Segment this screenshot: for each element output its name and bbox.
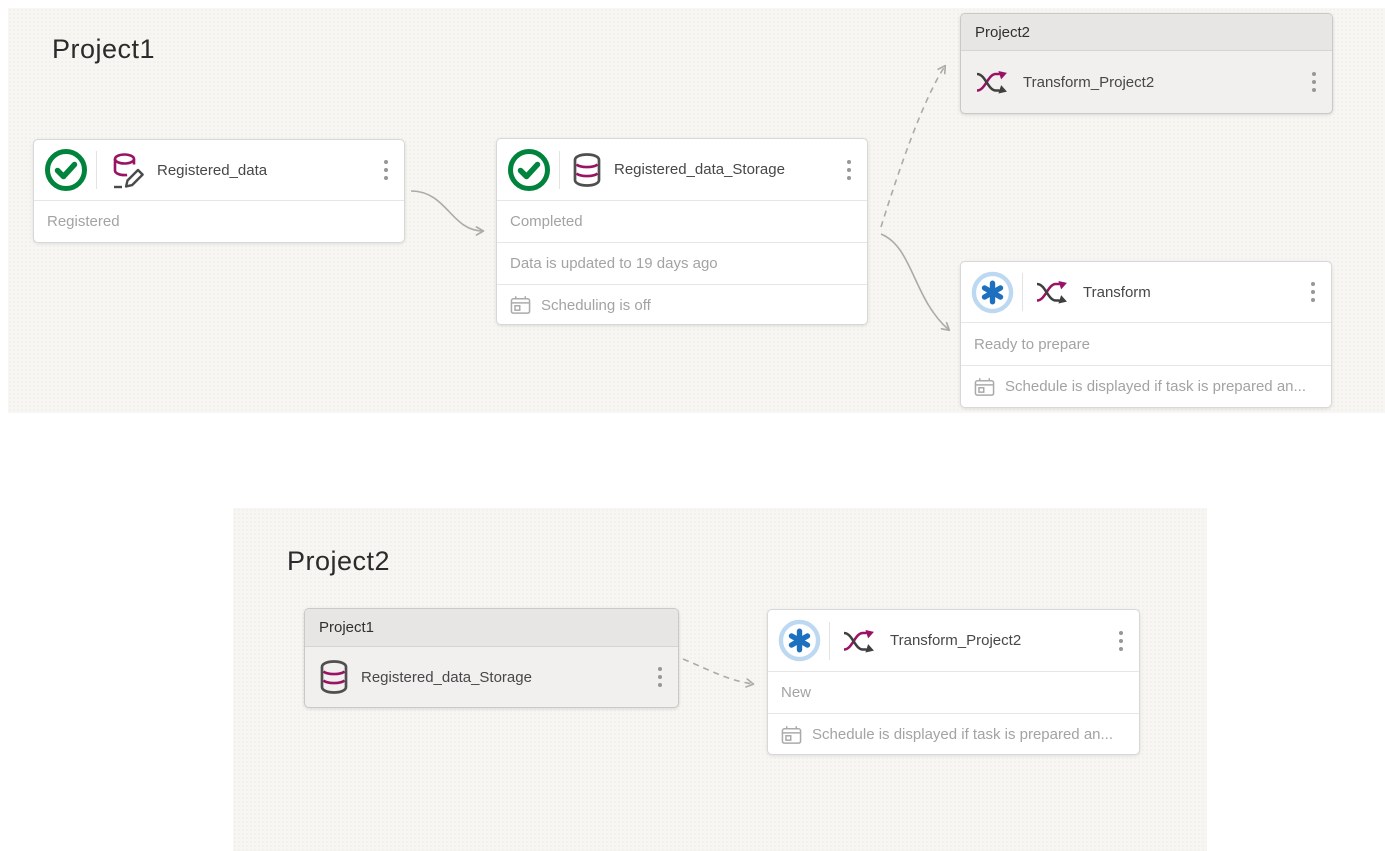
kebab-menu-icon[interactable] xyxy=(1307,276,1319,308)
status-row: New xyxy=(768,671,1139,713)
divider xyxy=(1022,273,1023,311)
status-text: New xyxy=(781,684,812,701)
task-card-transform-project2[interactable]: Transform_Project2 New Schedule is displ… xyxy=(767,609,1140,755)
status-text: Ready to prepare xyxy=(974,335,1090,353)
status-row: Registered xyxy=(34,200,404,242)
registered-data-icon xyxy=(113,153,144,189)
group-card-project1[interactable]: Project1 Registered_data_Storage xyxy=(304,608,679,708)
divider xyxy=(829,621,830,660)
divider xyxy=(96,151,97,189)
status-text: Completed xyxy=(510,213,583,230)
schedule-row: Scheduling is off xyxy=(497,284,867,325)
schedule-text: Schedule is displayed if task is prepare… xyxy=(812,726,1114,743)
transform-icon xyxy=(843,629,874,653)
schedule-row: Schedule is displayed if task is prepare… xyxy=(768,713,1139,755)
kebab-menu-icon[interactable] xyxy=(1115,625,1127,657)
storage-dataset-icon xyxy=(573,152,601,187)
status-text: Registered xyxy=(47,213,120,230)
task-title: Transform xyxy=(1083,283,1151,301)
calendar-icon xyxy=(510,296,531,314)
card-header: Registered_data xyxy=(34,140,404,200)
card-header: Transform xyxy=(961,262,1331,322)
task-title: Registered_data_Storage xyxy=(614,161,785,178)
schedule-text: Scheduling is off xyxy=(541,296,651,314)
group-item-title: Registered_data_Storage xyxy=(361,668,532,686)
task-card-registered-data-storage[interactable]: Registered_data_Storage Completed Data i… xyxy=(496,138,868,325)
group-item-title: Transform_Project2 xyxy=(1023,73,1155,91)
card-header: Registered_data_Storage xyxy=(497,139,867,200)
schedule-row: Schedule is displayed if task is prepare… xyxy=(961,365,1331,407)
storage-dataset-icon xyxy=(320,660,348,694)
card-header: Transform_Project2 xyxy=(768,610,1139,671)
status-row: Ready to prepare xyxy=(961,322,1331,365)
group-header-label: Project2 xyxy=(975,23,1031,41)
task-title: Registered_data xyxy=(157,161,268,179)
kebab-menu-icon[interactable] xyxy=(380,154,392,186)
freshness-text: Data is updated to 19 days ago xyxy=(510,255,718,272)
group-body: Registered_data_Storage xyxy=(305,647,678,707)
check-circle-icon xyxy=(45,149,87,191)
task-card-transform[interactable]: Transform Ready to prepare Schedule is d… xyxy=(960,261,1332,408)
group-header: Project2 xyxy=(961,14,1332,51)
group-header-label: Project1 xyxy=(319,619,375,636)
asterisk-new-icon xyxy=(971,271,1014,313)
status-row: Completed xyxy=(497,200,867,242)
freshness-row: Data is updated to 19 days ago xyxy=(497,242,867,284)
group-header: Project1 xyxy=(305,609,678,647)
kebab-menu-icon[interactable] xyxy=(654,661,666,693)
calendar-icon xyxy=(781,725,802,744)
calendar-icon xyxy=(974,377,995,396)
transform-icon xyxy=(1036,280,1067,304)
project1-title: Project1 xyxy=(52,34,156,64)
schedule-text: Schedule is displayed if task is prepare… xyxy=(1005,378,1307,395)
kebab-menu-icon[interactable] xyxy=(843,154,855,186)
group-body: Transform_Project2 xyxy=(961,51,1332,113)
task-card-registered-data[interactable]: Registered_data Registered xyxy=(33,139,405,243)
check-circle-icon xyxy=(508,148,550,191)
divider xyxy=(559,150,560,189)
kebab-menu-icon[interactable] xyxy=(1308,66,1320,98)
project2-title: Project2 xyxy=(287,546,391,576)
group-card-project2[interactable]: Project2 Transform_Project2 xyxy=(960,13,1333,114)
asterisk-new-icon xyxy=(778,619,821,662)
transform-icon xyxy=(976,70,1007,94)
task-title: Transform_Project2 xyxy=(890,632,1022,649)
